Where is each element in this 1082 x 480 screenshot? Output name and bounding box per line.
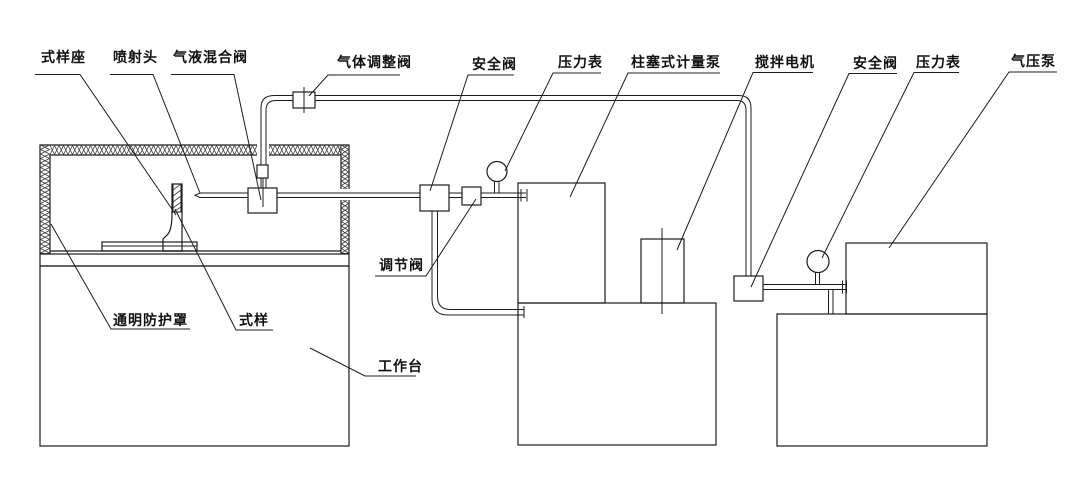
label-safety-valve-right-text: 安全阀 — [853, 55, 898, 71]
regulating-valve-box — [461, 186, 482, 206]
gas-inlet-pipe — [256, 95, 293, 188]
label-regulating-valve: 调节阀 — [375, 198, 477, 277]
leader-gas-adjust-valve — [308, 74, 400, 97]
label-regulating-valve-text: 调节阀 — [379, 257, 424, 273]
pressure-gauge-right-dial — [806, 249, 830, 274]
workbench-top — [39, 253, 350, 267]
label-specimen: 式样 — [174, 208, 273, 331]
leader-safety-valve-right — [750, 73, 897, 288]
chamber-wall-hatch-top — [49, 144, 342, 156]
label-plunger-metering-pump: 柱塞式计量泵 — [569, 54, 721, 198]
leader-specimen-holder — [35, 74, 177, 216]
return-pipe-outer — [431, 211, 524, 316]
label-gas-adjust-valve-text: 气体调整阀 — [336, 54, 412, 70]
chamber-inner-wall — [49, 154, 342, 254]
label-pressure-gauge-left: 压力表 — [504, 54, 603, 172]
label-air-pressure-pump-text: 气压泵 — [1010, 53, 1056, 69]
test-chamber — [39, 143, 351, 255]
safety-valve-left-box — [419, 184, 450, 212]
leader-transparent-protective-cover — [50, 223, 190, 330]
label-specimen-text: 式样 — [239, 312, 269, 328]
chamber-outer-wall — [39, 144, 350, 254]
leader-gas-liquid-mixing-valve — [171, 74, 262, 201]
regulating-valve — [461, 186, 482, 206]
leader-pressure-gauge-right — [821, 72, 959, 259]
return-pipe-inner — [437, 211, 524, 310]
annotations: 式样座 喷射头 气液混合阀 气体调整阀 安全阀 压力表 柱塞式计量泵 搅拌电机 — [35, 49, 1057, 377]
safety-valve-left — [419, 184, 450, 212]
plunger-metering-pump — [517, 182, 606, 304]
air-pump-tank-box — [776, 313, 988, 447]
label-specimen-holder-text: 式样座 — [41, 49, 86, 65]
label-pressure-gauge-right-text: 压力表 — [916, 54, 961, 70]
label-nozzle: 喷射头 — [110, 49, 201, 194]
main-liquid-pipe — [277, 189, 528, 202]
air-pressure-pump — [845, 242, 988, 315]
gas-adjust-valve — [292, 87, 316, 113]
label-workbench-text: 工作台 — [378, 358, 423, 374]
label-pressure-gauge-right: 压力表 — [821, 54, 961, 259]
leader-pressure-gauge-left — [504, 72, 601, 172]
label-safety-valve-left-text: 安全阀 — [472, 56, 517, 72]
specimen-hatch — [172, 183, 182, 213]
leader-air-pressure-pump — [888, 71, 1057, 249]
pressure-gauge-right — [806, 249, 830, 285]
leader-stirring-motor — [676, 72, 813, 251]
inlet-fitting — [256, 164, 269, 179]
pipe-opening-right-wall — [339, 189, 351, 200]
label-plunger-metering-pump-text: 柱塞式计量泵 — [631, 54, 721, 70]
pipe-opening-top-wall — [257, 143, 269, 157]
return-pipe — [431, 211, 525, 318]
label-workbench: 工作台 — [309, 347, 423, 377]
label-gas-liquid-mixing-valve: 气液混合阀 — [171, 49, 262, 201]
top-gas-pipe-inner — [315, 100, 747, 276]
label-pressure-gauge-left-text: 压力表 — [558, 54, 603, 70]
inlet-pipe-inner — [265, 100, 293, 165]
leader-specimen — [174, 208, 273, 331]
top-gas-pipe-outer — [315, 95, 752, 276]
leader-nozzle — [110, 74, 201, 194]
nozzle-tip — [193, 192, 206, 198]
specimen — [172, 183, 182, 213]
stirring-motor — [640, 228, 685, 314]
label-transparent-protective-cover-text: 通明防护罩 — [113, 312, 188, 328]
label-specimen-holder: 式样座 — [35, 49, 177, 216]
label-nozzle-text: 喷射头 — [113, 49, 158, 65]
safety-valve-right — [733, 275, 764, 302]
top-gas-pipe — [315, 95, 752, 276]
nozzle — [193, 192, 248, 198]
tank-branch-pipe — [828, 289, 834, 314]
metering-pump-tank-box — [517, 302, 717, 446]
air-pump-tank — [776, 313, 988, 447]
label-gas-liquid-mixing-valve-text: 气液混合阀 — [172, 49, 248, 65]
workbench-body — [39, 265, 350, 447]
label-stirring-motor-text: 搅拌电机 — [755, 54, 815, 70]
leader-plunger-metering-pump — [569, 72, 720, 198]
label-stirring-motor: 搅拌电机 — [676, 54, 815, 251]
pressure-gauge-left-dial — [486, 160, 508, 183]
specimen-bracket — [162, 183, 183, 252]
specimen-holder — [101, 183, 198, 252]
leader-safety-valve-left — [429, 74, 514, 192]
pressure-gauge-left — [486, 160, 508, 193]
label-safety-valve-left: 安全阀 — [429, 56, 517, 192]
label-gas-adjust-valve: 气体调整阀 — [308, 54, 412, 97]
chamber-wall-hatch-left — [39, 144, 51, 255]
label-air-pressure-pump: 气压泵 — [888, 53, 1057, 249]
gas-liquid-mixing-valve — [247, 178, 278, 214]
air-supply-pipe — [763, 280, 847, 294]
label-safety-valve-right: 安全阀 — [750, 55, 898, 288]
label-transparent-protective-cover: 通明防护罩 — [50, 223, 190, 330]
workbench — [39, 253, 350, 447]
leader-workbench — [309, 347, 416, 377]
safety-valve-right-box — [733, 275, 764, 302]
inlet-pipe-outer — [260, 95, 293, 165]
plunger-pump-box — [517, 182, 606, 304]
metering-pump-tank — [517, 302, 717, 446]
air-pump-box — [845, 242, 988, 315]
leader-regulating-valve — [375, 198, 477, 277]
